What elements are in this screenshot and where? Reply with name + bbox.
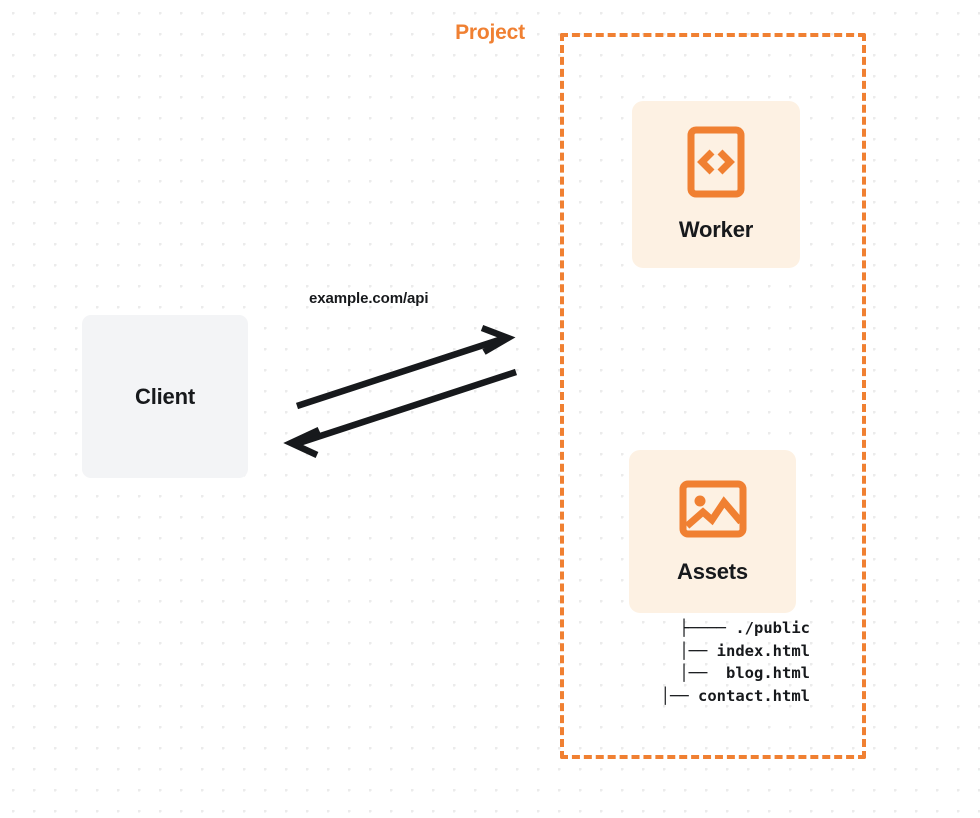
- code-brackets-icon: [687, 126, 745, 203]
- assets-file-tree: ├──── ./public │── index.html │── blog.h…: [660, 619, 810, 705]
- request-arrow-line: [295, 335, 504, 410]
- project-container: [560, 33, 866, 759]
- client-node[interactable]: Client: [82, 315, 248, 478]
- assets-label: Assets: [677, 559, 748, 584]
- worker-node[interactable]: Worker: [632, 101, 800, 268]
- request-arrowhead: [480, 324, 516, 355]
- project-title: Project: [448, 21, 532, 45]
- client-label: Client: [135, 383, 195, 409]
- response-arrow-line: [297, 368, 518, 447]
- connection-label: example.com/api: [309, 290, 429, 307]
- image-icon: [679, 478, 747, 545]
- worker-label: Worker: [678, 217, 754, 242]
- assets-node[interactable]: Assets: [629, 450, 796, 613]
- response-arrowhead: [283, 427, 321, 458]
